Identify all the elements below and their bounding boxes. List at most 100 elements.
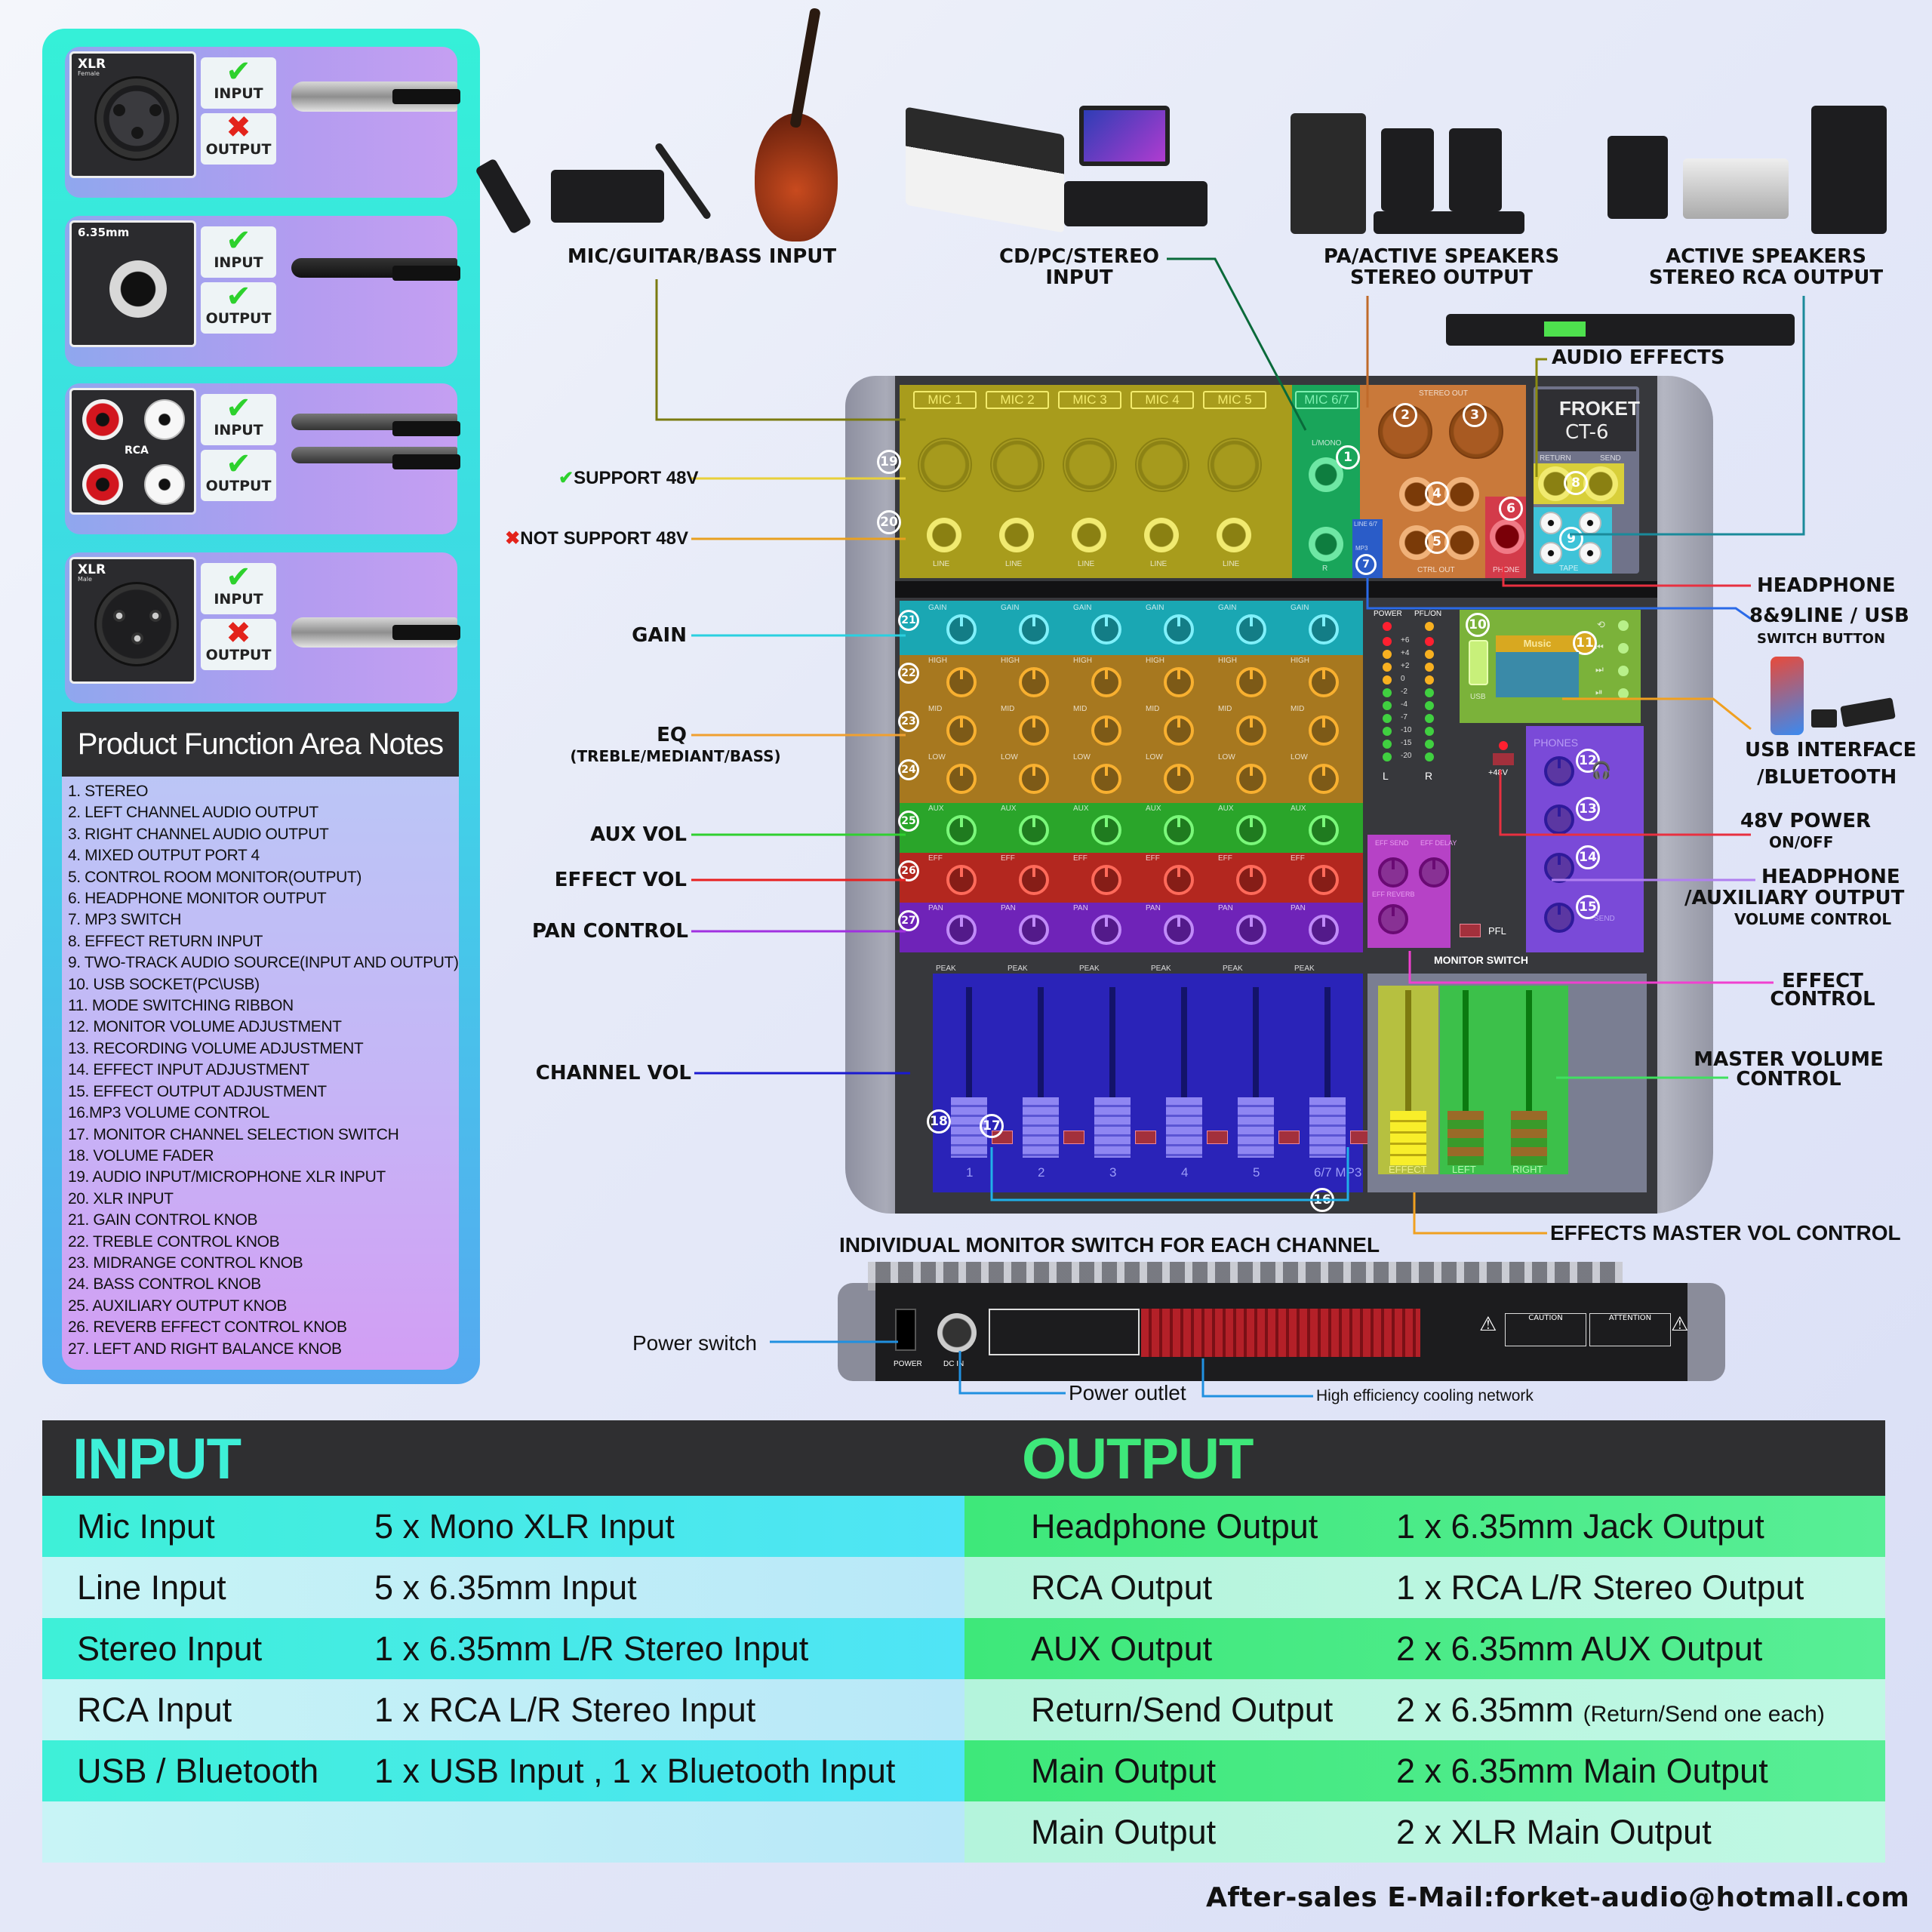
aux-knob[interactable]: [1309, 815, 1339, 845]
gain-knob[interactable]: [1164, 614, 1194, 645]
note-item: 14. EFFECT INPUT ADJUSTMENT: [68, 1061, 309, 1079]
callout-22: 22: [898, 663, 919, 684]
line-input-jack[interactable]: [1217, 518, 1251, 552]
gain-knob[interactable]: [946, 614, 977, 645]
effect-input-knob[interactable]: [1544, 853, 1574, 883]
bass-knob[interactable]: [1019, 764, 1049, 794]
eff-reverb-knob[interactable]: [1378, 904, 1408, 934]
channel-pfl-switch[interactable]: [1135, 1131, 1156, 1144]
effect-knob[interactable]: [1019, 865, 1049, 895]
effect-master-fader-cap[interactable]: [1390, 1111, 1426, 1165]
channel-fader[interactable]: [1309, 1097, 1346, 1158]
effect-knob[interactable]: [1091, 865, 1121, 895]
knob-row-label: LOW: [1291, 753, 1308, 761]
pan-knob[interactable]: [1236, 915, 1266, 945]
effect-knob[interactable]: [946, 865, 977, 895]
mid-knob[interactable]: [1019, 715, 1049, 746]
ctrl-out-r-jack[interactable]: [1444, 525, 1479, 560]
monitor-volume-knob[interactable]: [1544, 756, 1574, 786]
eff-delay-knob[interactable]: [1419, 857, 1449, 888]
aux-knob[interactable]: [1091, 815, 1121, 845]
pan-knob[interactable]: [1164, 915, 1194, 945]
gain-knob[interactable]: [1236, 614, 1266, 645]
treble-knob[interactable]: [1091, 667, 1121, 697]
knob-row-label: AUX: [1218, 804, 1234, 813]
pan-knob[interactable]: [1309, 915, 1339, 945]
mid-knob[interactable]: [946, 715, 977, 746]
mid-knob[interactable]: [1309, 715, 1339, 746]
mic-xlr-input[interactable]: [990, 438, 1044, 492]
treble-knob[interactable]: [1236, 667, 1266, 697]
mixed-output-r-jack[interactable]: [1444, 477, 1479, 512]
gain-knob[interactable]: [1309, 614, 1339, 645]
mid-knob[interactable]: [1164, 715, 1194, 746]
spec-value: 2 x XLR Main Output: [1396, 1813, 1712, 1851]
effect-send-jack[interactable]: [1583, 466, 1618, 501]
dc-in-socket[interactable]: [937, 1313, 977, 1352]
aux-knob[interactable]: [1164, 815, 1194, 845]
recording-volume-knob[interactable]: [1544, 804, 1574, 835]
line-input-jack[interactable]: [999, 518, 1034, 552]
right-master-fader-cap[interactable]: [1511, 1111, 1547, 1165]
bass-knob[interactable]: [946, 764, 977, 794]
mic-xlr-input[interactable]: [1135, 438, 1189, 492]
mid-knob[interactable]: [1236, 715, 1266, 746]
effect-knob[interactable]: [1236, 865, 1266, 895]
note-item: 20. XLR INPUT: [68, 1189, 174, 1208]
aux-knob[interactable]: [1236, 815, 1266, 845]
pan-knob[interactable]: [1091, 915, 1121, 945]
gain-knob[interactable]: [1019, 614, 1049, 645]
spec-value: 1 x 6.35mm L/R Stereo Input: [374, 1629, 809, 1668]
play-pause-button[interactable]: [1618, 688, 1629, 699]
mic-xlr-input[interactable]: [1063, 438, 1117, 492]
repeat-button[interactable]: [1618, 620, 1629, 631]
aux-knob[interactable]: [1019, 815, 1049, 845]
pan-knob[interactable]: [1019, 915, 1049, 945]
mic-xlr-input[interactable]: [1208, 438, 1262, 492]
treble-knob[interactable]: [1309, 667, 1339, 697]
bass-knob[interactable]: [1091, 764, 1121, 794]
effect-output-knob[interactable]: [1544, 903, 1574, 933]
channel-fader[interactable]: [1023, 1097, 1059, 1158]
treble-knob[interactable]: [1019, 667, 1049, 697]
bass-knob[interactable]: [1309, 764, 1339, 794]
next-track-button[interactable]: [1618, 666, 1629, 676]
line-input-jack[interactable]: [927, 518, 961, 552]
channel-fader[interactable]: [1166, 1097, 1202, 1158]
effect-knob[interactable]: [1164, 865, 1194, 895]
leader-power-outlet: [958, 1351, 1066, 1395]
phantom-48v-switch[interactable]: [1493, 753, 1514, 765]
knob-row-label: MID: [1001, 705, 1015, 713]
channel-pfl-switch[interactable]: [1063, 1131, 1084, 1144]
meter-led-left: [1383, 650, 1392, 659]
treble-knob[interactable]: [946, 667, 977, 697]
usb-socket[interactable]: [1469, 640, 1488, 685]
mic-xlr-input[interactable]: [918, 438, 972, 492]
mid-knob[interactable]: [1091, 715, 1121, 746]
channel-fader[interactable]: [1094, 1097, 1131, 1158]
effect-knob[interactable]: [1309, 865, 1339, 895]
mp3-switch-zone[interactable]: LINE 6/7 MP3 7: [1352, 519, 1383, 578]
aux-knob[interactable]: [946, 815, 977, 845]
channel-fader[interactable]: [1238, 1097, 1274, 1158]
power-switch[interactable]: [895, 1309, 916, 1351]
eff-send-knob[interactable]: [1378, 857, 1408, 888]
tape-zone: 9 TAPE: [1534, 507, 1612, 574]
line-input-jack[interactable]: [1072, 518, 1106, 552]
headphone-jack[interactable]: [1490, 519, 1524, 554]
channel-pfl-switch[interactable]: [1278, 1131, 1300, 1144]
left-master-fader-cap[interactable]: [1447, 1111, 1484, 1165]
pan-knob[interactable]: [946, 915, 977, 945]
bass-knob[interactable]: [1236, 764, 1266, 794]
line-input-jack[interactable]: [1144, 518, 1179, 552]
treble-knob[interactable]: [1164, 667, 1194, 697]
gain-knob[interactable]: [1091, 614, 1121, 645]
stereo-r-jack[interactable]: [1309, 527, 1343, 561]
bass-knob[interactable]: [1164, 764, 1194, 794]
channel-pfl-switch[interactable]: [1207, 1131, 1228, 1144]
previous-track-button[interactable]: [1618, 643, 1629, 654]
monitor-pfl-switch[interactable]: [1460, 924, 1481, 937]
